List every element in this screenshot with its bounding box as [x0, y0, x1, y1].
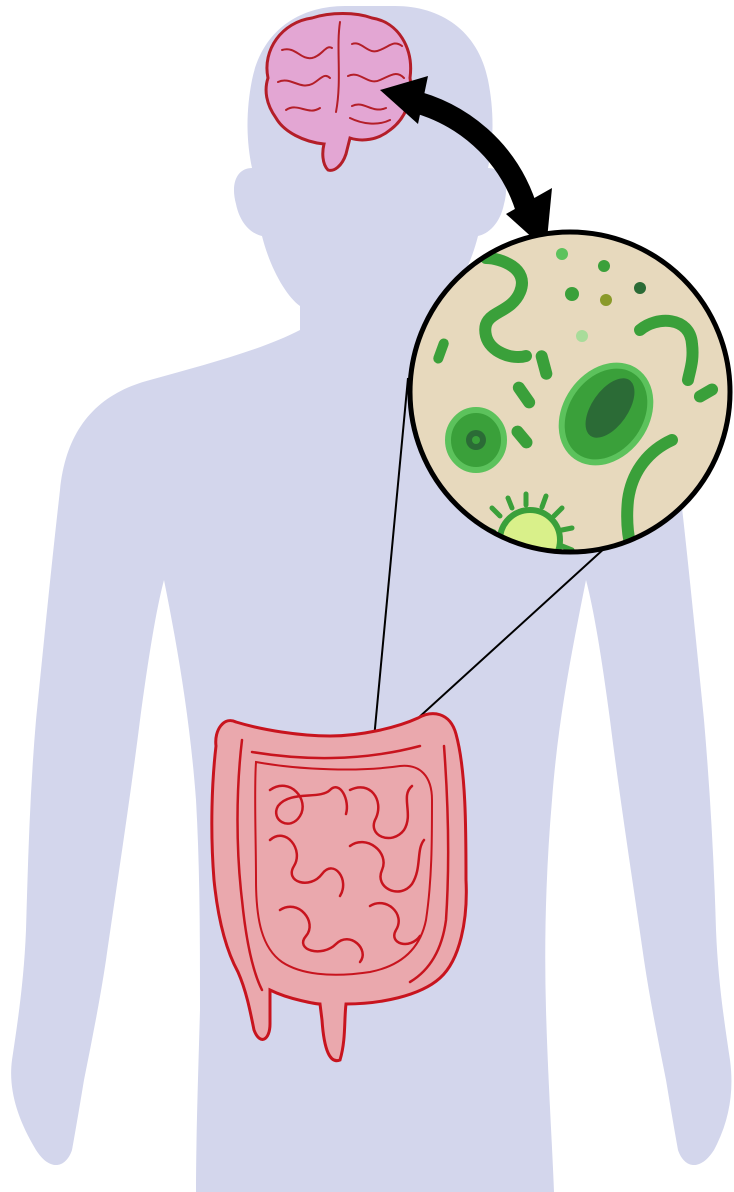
bacterium-dot-4 [600, 294, 612, 306]
bacterium-dot-1 [556, 248, 568, 260]
body-silhouette-shape [11, 6, 731, 1192]
bacterium-dot-3 [565, 287, 579, 301]
spike [562, 528, 572, 530]
bacterium-dot-5 [634, 282, 646, 294]
bacterium-dot-2 [598, 260, 610, 272]
body-silhouette [11, 6, 731, 1192]
bacterium-dot-6 [576, 330, 588, 342]
bacterium-ring-cell-center [472, 436, 480, 444]
